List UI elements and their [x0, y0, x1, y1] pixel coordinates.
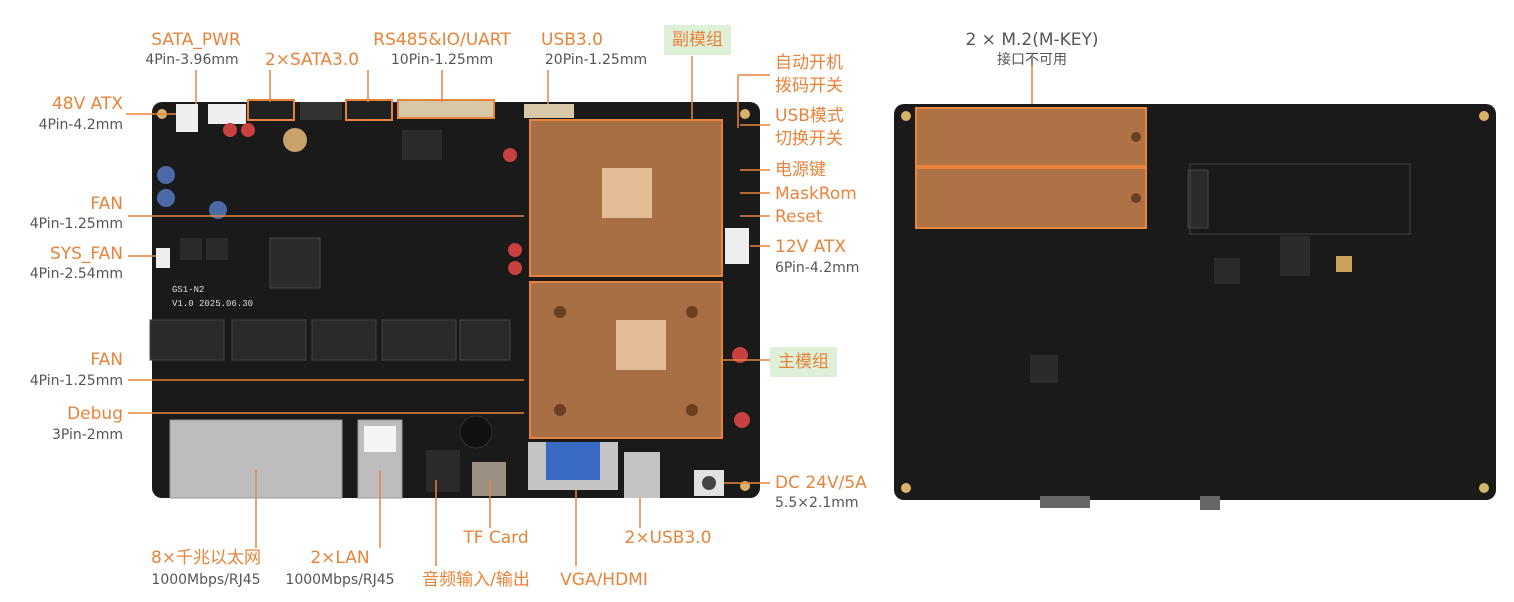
usb-mode-line2: 切换开关	[775, 129, 843, 149]
lan2-spec: 1000Mbps/RJ45	[285, 572, 395, 588]
atx12-label: 12V ATX	[775, 237, 847, 257]
fan1-label: FAN	[90, 194, 123, 214]
power-key-label: 电源键	[775, 160, 826, 180]
leader-lines	[126, 56, 1033, 566]
usb3-top-spec: 20Pin-1.25mm	[544, 52, 648, 68]
debug-spec: 3Pin-2mm	[51, 427, 123, 443]
auto-power-line1: 自动开机	[775, 53, 843, 73]
board-version: V1.0 2025.06.30	[172, 299, 253, 309]
vga-label: VGA/HDMI	[560, 570, 648, 590]
sata-port-1	[247, 99, 295, 121]
sata3-label: 2×SATA3.0	[264, 50, 360, 70]
atx48-spec: 4Pin-4.2mm	[38, 117, 123, 133]
sys-fan-spec: 4Pin-2.54mm	[29, 266, 123, 282]
reset-label: Reset	[775, 207, 823, 227]
m2-slot-2	[915, 167, 1147, 229]
board-model: GS1-N2	[172, 285, 204, 295]
usb3-top-label: USB3.0	[541, 30, 603, 50]
audio-jack	[426, 450, 460, 492]
rs485-spec: 10Pin-1.25mm	[390, 52, 494, 68]
sys-fan-label: SYS_FAN	[49, 244, 123, 264]
lan2-label: 2×LAN	[310, 548, 370, 568]
atx12-spec: 6Pin-4.2mm	[775, 260, 860, 276]
usb3-header	[524, 104, 574, 118]
sata-port-2	[300, 102, 342, 120]
fan2-label: FAN	[90, 350, 123, 370]
back-board	[894, 104, 1496, 510]
m2-spec: 接口不可用	[997, 52, 1067, 68]
atx12-connector	[725, 228, 749, 264]
fan2-spec: 4Pin-1.25mm	[29, 373, 123, 389]
eth8-label: 8×千兆以太网	[150, 548, 262, 568]
rs485-connector	[397, 99, 495, 119]
sata-port-3	[345, 99, 393, 121]
rs485-label: RS485&IO/UART	[373, 30, 511, 50]
atx48-label: 48V ATX	[51, 94, 123, 114]
main-module-badge: 主模组	[770, 347, 837, 377]
maskrom-label: MaskRom	[775, 184, 857, 204]
tf-label: TF Card	[463, 528, 529, 548]
eth8-spec: 1000Mbps/RJ45	[151, 572, 261, 588]
sata-pwr-spec: 4Pin-3.96mm	[145, 52, 239, 68]
sata-pwr-connector	[208, 104, 246, 124]
auto-power-line2: 拨码开关	[775, 76, 843, 96]
audio-label: 音频输入/输出	[422, 570, 530, 590]
m2-label: 2 × M.2(M-KEY)	[965, 30, 1099, 50]
dc-label: DC 24V/5A	[775, 473, 867, 493]
m2-slot-1	[915, 107, 1147, 167]
usb3x2-label: 2×USB3.0	[624, 528, 712, 548]
dc-spec: 5.5×2.1mm	[775, 495, 859, 511]
tf-slot	[472, 462, 506, 496]
fan1-spec: 4Pin-1.25mm	[29, 216, 123, 232]
atx48-connector	[176, 104, 198, 132]
debug-label: Debug	[67, 404, 123, 424]
sub-module-badge: 副模组	[664, 25, 731, 55]
front-board: GS1-N2 V1.0 2025.06.30	[149, 99, 760, 499]
usb-port	[624, 452, 660, 498]
usb-mode-line1: USB模式	[775, 106, 844, 126]
sata-pwr-label: SATA_PWR	[151, 30, 241, 50]
